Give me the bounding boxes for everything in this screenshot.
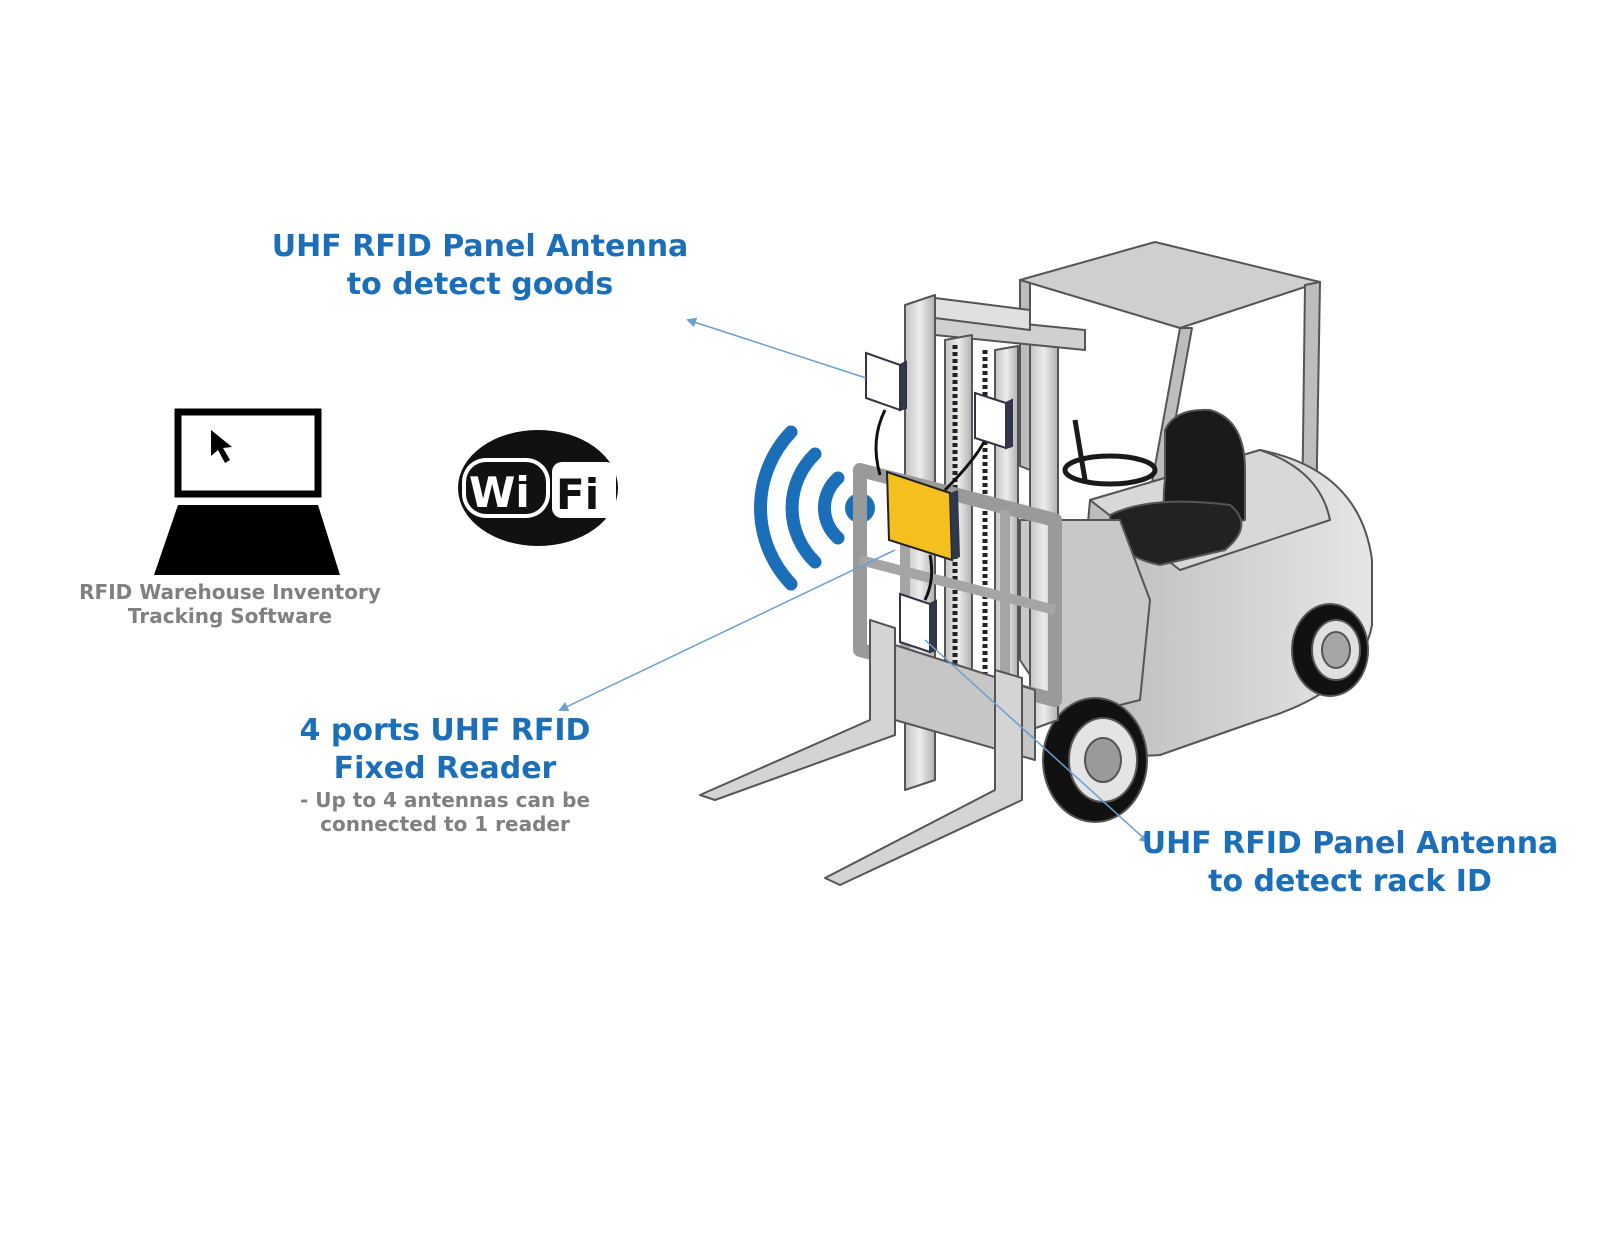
software-label-line2: Tracking Software — [127, 604, 333, 628]
rfid-reader-icon — [885, 470, 960, 562]
leader-arrows — [558, 317, 1150, 844]
arrow-reader — [558, 549, 896, 712]
goods-antenna-label: UHF RFID Panel Antenna to detect goods — [220, 228, 740, 304]
wifi-logo-icon: Wi Fi — [458, 430, 618, 546]
wireless-signal-icon — [754, 425, 875, 591]
rack-antenna-label-line1: UHF RFID Panel Antenna — [1141, 826, 1559, 861]
cursor-icon — [211, 430, 232, 463]
wifi-logo-wi: Wi — [469, 468, 530, 517]
reader-label-line2: Fixed Reader — [333, 751, 557, 786]
laptop-icon — [154, 408, 340, 575]
software-label-line1: RFID Warehouse Inventory — [79, 580, 381, 604]
wifi-logo-fi: Fi — [556, 470, 599, 519]
reader-label: 4 ports UHF RFID Fixed Reader — [235, 712, 655, 788]
goods-antenna-label-line1: UHF RFID Panel Antenna — [271, 229, 689, 264]
arrow-rack-antenna — [924, 639, 1150, 844]
reader-note-label: - Up to 4 antennas can be connected to 1… — [235, 788, 655, 836]
reader-note-line2: connected to 1 reader — [320, 812, 570, 836]
panel-antenna-icon — [865, 351, 1013, 654]
forklift-icon — [699, 241, 1373, 886]
arrow-goods-antenna — [686, 317, 867, 379]
goods-antenna-label-line2: to detect goods — [346, 267, 614, 302]
reader-label-line1: 4 ports UHF RFID — [299, 713, 591, 748]
software-label: RFID Warehouse Inventory Tracking Softwa… — [30, 580, 430, 628]
rack-antenna-label-line2: to detect rack ID — [1208, 864, 1492, 899]
rack-antenna-label: UHF RFID Panel Antenna to detect rack ID — [1110, 825, 1590, 901]
reader-note-line1: - Up to 4 antennas can be — [299, 788, 591, 812]
